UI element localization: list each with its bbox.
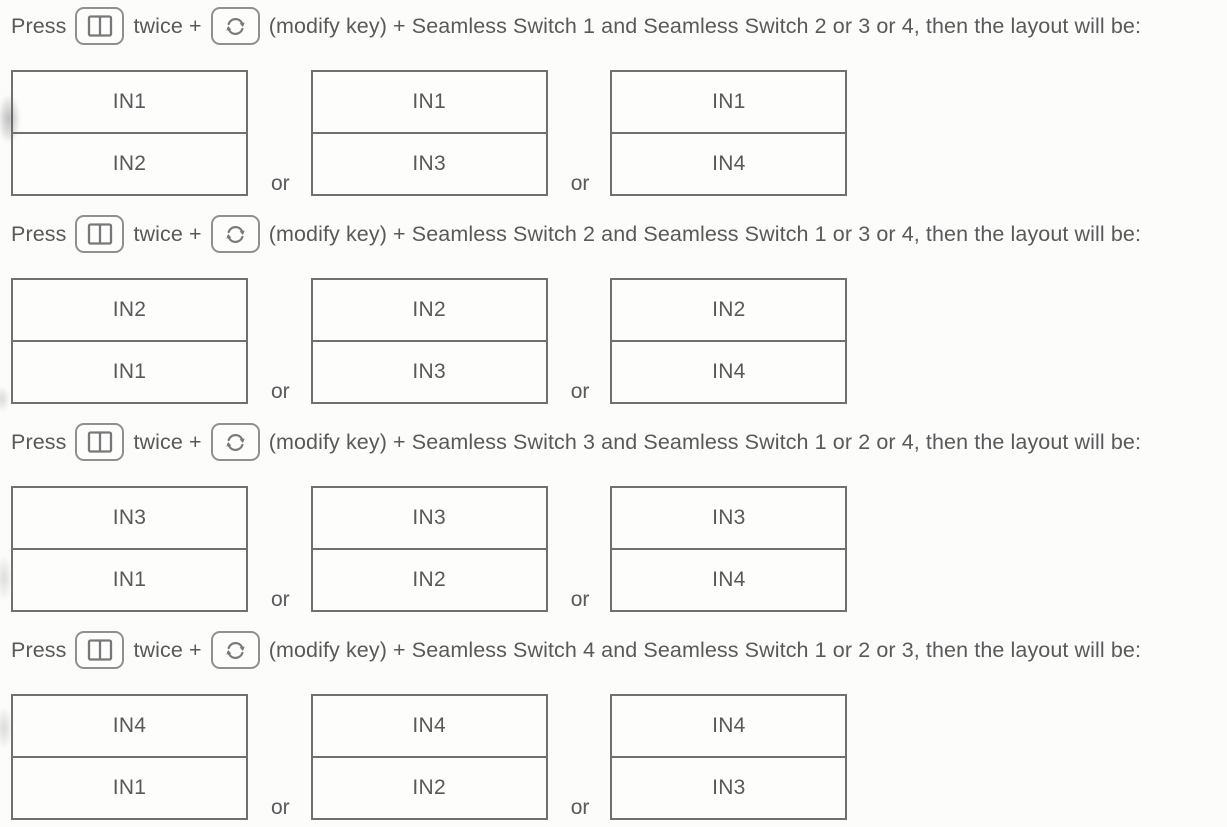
instruction-line: Press twice + (modify key) + Seamless Sw…	[11, 215, 1227, 253]
input-label-cell: IN4	[13, 696, 246, 758]
instruction-press-text: Press	[11, 637, 67, 662]
circular-arrows-icon	[226, 17, 245, 35]
instruction-rest-text: (modify key) + Seamless Switch 4 and Sea…	[268, 637, 1142, 662]
split-screen-key	[75, 423, 125, 461]
input-label-cell: IN2	[312, 280, 546, 342]
split-screen-icon	[87, 639, 113, 661]
instruction-line: Press twice + (modify key) + Seamless Sw…	[11, 631, 1227, 669]
or-separator-label: or	[570, 172, 590, 195]
instruction-twice-text: twice +	[133, 637, 202, 662]
circular-arrows-icon	[226, 641, 245, 659]
instruction-press-text: Press	[11, 429, 67, 454]
input-label-cell: IN2	[112, 152, 147, 175]
instruction-twice-text: twice +	[133, 13, 202, 38]
input-label-cell: IN2	[412, 776, 446, 799]
instruction-section: Press twice + (modify key) + Seamless Sw…	[11, 423, 1227, 612]
input-label-cell: IN1	[312, 72, 546, 134]
instruction-section: Press twice + (modify key) + Seamless Sw…	[11, 7, 1227, 196]
input-label-cell: IN2	[412, 568, 446, 591]
modify-key	[210, 631, 260, 669]
input-label-cell: IN3	[412, 360, 446, 383]
or-separator-label: or	[570, 380, 590, 403]
or-separator-label: or	[271, 796, 290, 819]
split-screen-key	[75, 7, 125, 45]
split-screen-key	[75, 215, 125, 253]
circular-arrows-icon	[226, 433, 245, 451]
input-label-cell: IN2	[612, 280, 846, 342]
sections-container: Press twice + (modify key) + Seamless Sw…	[11, 7, 1227, 820]
or-separator-label: or	[271, 588, 290, 611]
input-label-cell: IN3	[612, 488, 846, 550]
instruction-press-text: Press	[11, 13, 67, 38]
modify-key	[210, 215, 260, 253]
input-label-cell: IN4	[712, 152, 746, 175]
split-screen-icon	[87, 431, 113, 453]
input-label-cell: IN3	[412, 152, 446, 175]
instruction-section: Press twice + (modify key) + Seamless Sw…	[11, 215, 1227, 404]
instruction-rest-text: (modify key) + Seamless Switch 2 and Sea…	[268, 221, 1142, 246]
or-separator-label: or	[271, 172, 290, 195]
instruction-line: Press twice + (modify key) + Seamless Sw…	[11, 7, 1227, 45]
input-label-cell: IN4	[612, 696, 846, 758]
instruction-rest-text: (modify key) + Seamless Switch 1 and Sea…	[268, 13, 1142, 38]
input-label-cell: IN1	[612, 72, 846, 134]
input-label-cell: IN4	[712, 360, 746, 383]
input-label-cell: IN1	[112, 568, 147, 591]
input-label-cell: IN1	[13, 72, 246, 134]
input-label-cell: IN4	[312, 696, 546, 758]
modify-key	[210, 7, 260, 45]
split-screen-icon	[87, 15, 113, 37]
input-label-cell: IN3	[712, 776, 746, 799]
input-label-cell: IN3	[13, 488, 246, 550]
instruction-rest-text: (modify key) + Seamless Switch 3 and Sea…	[268, 429, 1142, 454]
input-label-cell: IN1	[112, 360, 147, 383]
modify-key	[210, 423, 260, 461]
instruction-press-text: Press	[11, 221, 67, 246]
split-screen-key	[75, 631, 125, 669]
circular-arrows-icon	[226, 225, 245, 243]
or-separator-label: or	[271, 380, 290, 403]
split-screen-icon	[87, 223, 113, 245]
instruction-section: Press twice + (modify key) + Seamless Sw…	[11, 631, 1227, 820]
or-separator-label: or	[570, 796, 590, 819]
instruction-line: Press twice + (modify key) + Seamless Sw…	[11, 423, 1227, 461]
input-label-cell: IN4	[712, 568, 746, 591]
input-label-cell: IN1	[112, 776, 147, 799]
input-label-cell: IN3	[312, 488, 546, 550]
or-separator-label: or	[570, 588, 590, 611]
instruction-twice-text: twice +	[133, 221, 202, 246]
instruction-twice-text: twice +	[133, 429, 202, 454]
input-label-cell: IN2	[13, 280, 246, 342]
